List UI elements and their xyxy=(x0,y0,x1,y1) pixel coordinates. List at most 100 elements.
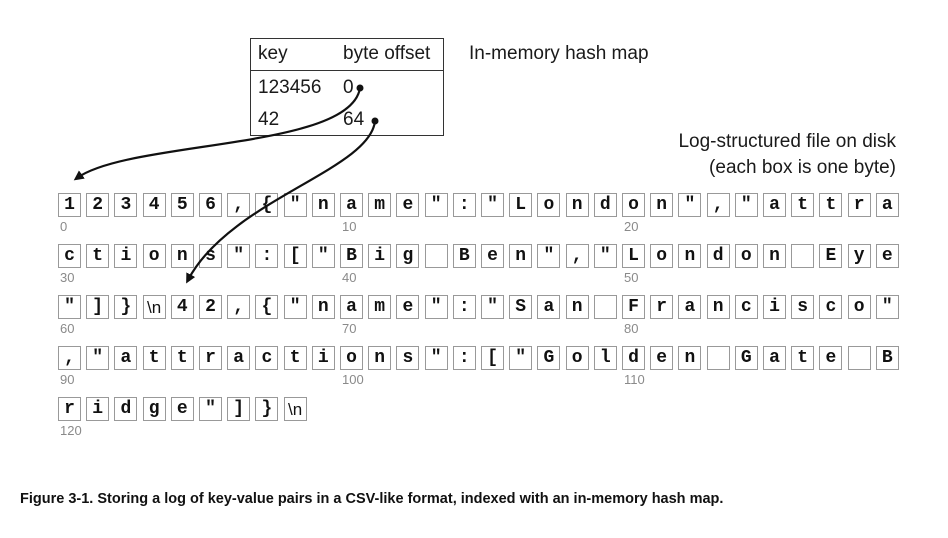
byte-cell: t xyxy=(819,193,843,217)
hash-map-row-key: 42 xyxy=(258,109,280,130)
byte-cell: 2 xyxy=(199,295,222,319)
byte-cell: c xyxy=(734,295,758,319)
byte-cell: e xyxy=(481,244,504,268)
byte-cell: s xyxy=(199,244,222,268)
byte-cell: " xyxy=(199,397,222,421)
byte-offset-label: 120 xyxy=(60,423,82,438)
byte-cell: n xyxy=(706,295,730,319)
hash-map-row-key: 123456 xyxy=(258,77,322,98)
byte-cell: 2 xyxy=(86,193,110,217)
byte-offset-label: 80 xyxy=(624,321,639,336)
byte-cell: " xyxy=(509,346,533,370)
byte-cell: " xyxy=(734,193,758,217)
byte-cell: " xyxy=(537,244,561,268)
log-file-subtitle: (each box is one byte) xyxy=(709,157,896,178)
byte-cell: n xyxy=(678,244,702,268)
hash-map-row-offset: 64 xyxy=(343,109,365,130)
byte-cell xyxy=(847,346,871,370)
byte-offset-label: 0 xyxy=(60,219,68,234)
byte-cell: n xyxy=(311,193,335,217)
byte-cell: : xyxy=(452,346,476,370)
byte-cell: e xyxy=(396,295,420,319)
byte-offset-label: 50 xyxy=(624,270,639,285)
byte-cell: , xyxy=(227,193,251,217)
byte-cell: d xyxy=(706,244,730,268)
byte-cell: o xyxy=(847,295,871,319)
byte-cell: ] xyxy=(86,295,110,319)
byte-cell: " xyxy=(593,244,617,268)
byte-cell: e xyxy=(819,346,843,370)
byte-cell: " xyxy=(283,295,307,319)
hash-map-row-offset: 0 xyxy=(343,77,354,98)
byte-cell: 5 xyxy=(170,193,194,217)
byte-cell: t xyxy=(791,193,815,217)
byte-cell: d xyxy=(593,193,617,217)
byte-cell: n xyxy=(311,295,335,319)
byte-cell: } xyxy=(255,397,279,421)
byte-cell: i xyxy=(763,295,786,319)
byte-cell: 4 xyxy=(170,295,194,319)
byte-cell: o xyxy=(565,346,589,370)
byte-cell: c xyxy=(819,295,843,319)
hash-map-table: key byte offset 123456 0 42 64 xyxy=(250,38,444,136)
byte-cell: a xyxy=(678,295,702,319)
byte-cell: B xyxy=(340,244,363,268)
byte-offset-label: 30 xyxy=(60,270,75,285)
byte-cell: " xyxy=(283,193,307,217)
byte-cell: " xyxy=(424,193,448,217)
byte-cell: " xyxy=(311,244,335,268)
byte-cell: B xyxy=(875,346,899,370)
byte-cell: i xyxy=(86,397,110,421)
byte-cell: t xyxy=(170,346,194,370)
byte-cell: " xyxy=(481,295,504,319)
byte-cell: s xyxy=(791,295,815,319)
byte-cell: : xyxy=(452,193,476,217)
byte-cell: a xyxy=(340,295,363,319)
byte-cell: o xyxy=(734,244,758,268)
byte-cell: 6 xyxy=(199,193,222,217)
byte-cell: c xyxy=(255,346,279,370)
byte-cell: , xyxy=(565,244,589,268)
byte-cell: n xyxy=(565,295,589,319)
byte-cell: i xyxy=(114,244,138,268)
byte-cell: } xyxy=(114,295,138,319)
byte-cell: c xyxy=(58,244,81,268)
byte-offset-label: 100 xyxy=(342,372,364,387)
byte-cell: " xyxy=(875,295,899,319)
byte-cell: a xyxy=(537,295,561,319)
byte-offset-label: 20 xyxy=(624,219,639,234)
byte-cell: " xyxy=(481,193,504,217)
byte-cell: , xyxy=(58,346,81,370)
byte-cell: " xyxy=(424,295,448,319)
byte-cell: i xyxy=(311,346,335,370)
byte-cell: E xyxy=(819,244,843,268)
byte-cell: a xyxy=(763,346,786,370)
byte-cell: r xyxy=(199,346,222,370)
byte-cell: " xyxy=(424,346,448,370)
byte-cell: t xyxy=(86,244,110,268)
byte-cell: \n xyxy=(283,397,307,421)
byte-cell: \n xyxy=(142,295,166,319)
byte-cell: e xyxy=(170,397,194,421)
byte-cell: r xyxy=(650,295,674,319)
byte-cell: g xyxy=(396,244,420,268)
byte-cell: [ xyxy=(283,244,307,268)
byte-cell xyxy=(424,244,448,268)
byte-cell: S xyxy=(509,295,533,319)
figure-caption: Figure 3-1. Storing a log of key-value p… xyxy=(20,491,724,507)
byte-cell: 1 xyxy=(58,193,81,217)
byte-cell: y xyxy=(847,244,871,268)
byte-cell: o xyxy=(340,346,363,370)
byte-cell: , xyxy=(706,193,730,217)
byte-offset-label: 10 xyxy=(342,219,357,234)
byte-cell: o xyxy=(537,193,561,217)
byte-cell: m xyxy=(368,193,392,217)
byte-cell: t xyxy=(142,346,166,370)
byte-cell: m xyxy=(368,295,392,319)
byte-cell: r xyxy=(58,397,81,421)
byte-cell: L xyxy=(622,244,645,268)
byte-cell: d xyxy=(114,397,138,421)
byte-cell: o xyxy=(622,193,645,217)
byte-cell: a xyxy=(114,346,138,370)
